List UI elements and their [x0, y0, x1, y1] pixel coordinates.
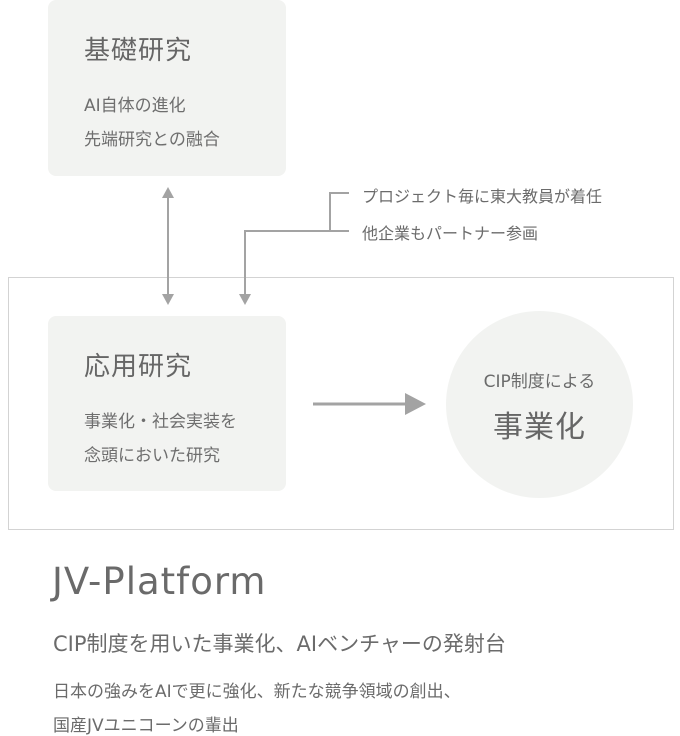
basic-research-title: 基礎研究 [84, 36, 193, 66]
basic-research-card: 基礎研究 AI自体の進化 先端研究との融合 [48, 0, 286, 176]
applied-research-line-2: 念頭においた研究 [84, 446, 220, 466]
commercialization-arrow [313, 393, 426, 415]
applied-research-card: 応用研究 事業化・社会実装を 念頭においた研究 [48, 316, 286, 491]
note-professor-assignment: プロジェクト毎に東大教員が着任 [362, 187, 603, 206]
platform-subtitle: CIP制度を用いた事業化、AIベンチャーの発射台 [53, 632, 506, 656]
applied-research-line-1: 事業化・社会実装を [84, 412, 237, 432]
platform-description-line-2: 国産JVユニコーンの輩出 [53, 716, 239, 736]
applied-research-title: 応用研究 [84, 352, 193, 382]
bidirectional-arrow [162, 187, 174, 305]
basic-research-line-1: AI自体の進化 [84, 96, 186, 116]
basic-research-line-2: 先端研究との融合 [84, 130, 220, 150]
notes-bracket [329, 192, 349, 232]
note-partner-participation: 他企業もパートナー参画 [362, 224, 539, 243]
partner-arrow [239, 230, 330, 305]
commercialization-main-label: 事業化 [493, 410, 586, 445]
platform-title: JV-Platform [52, 560, 267, 603]
platform-description-line-1: 日本の強みをAIで更に強化、新たな競争領域の創出、 [53, 682, 461, 702]
jv-platform-frame [8, 277, 674, 530]
commercialization-circle: CIP制度による 事業化 [446, 311, 633, 498]
commercialization-sub-label: CIP制度による [483, 372, 596, 392]
